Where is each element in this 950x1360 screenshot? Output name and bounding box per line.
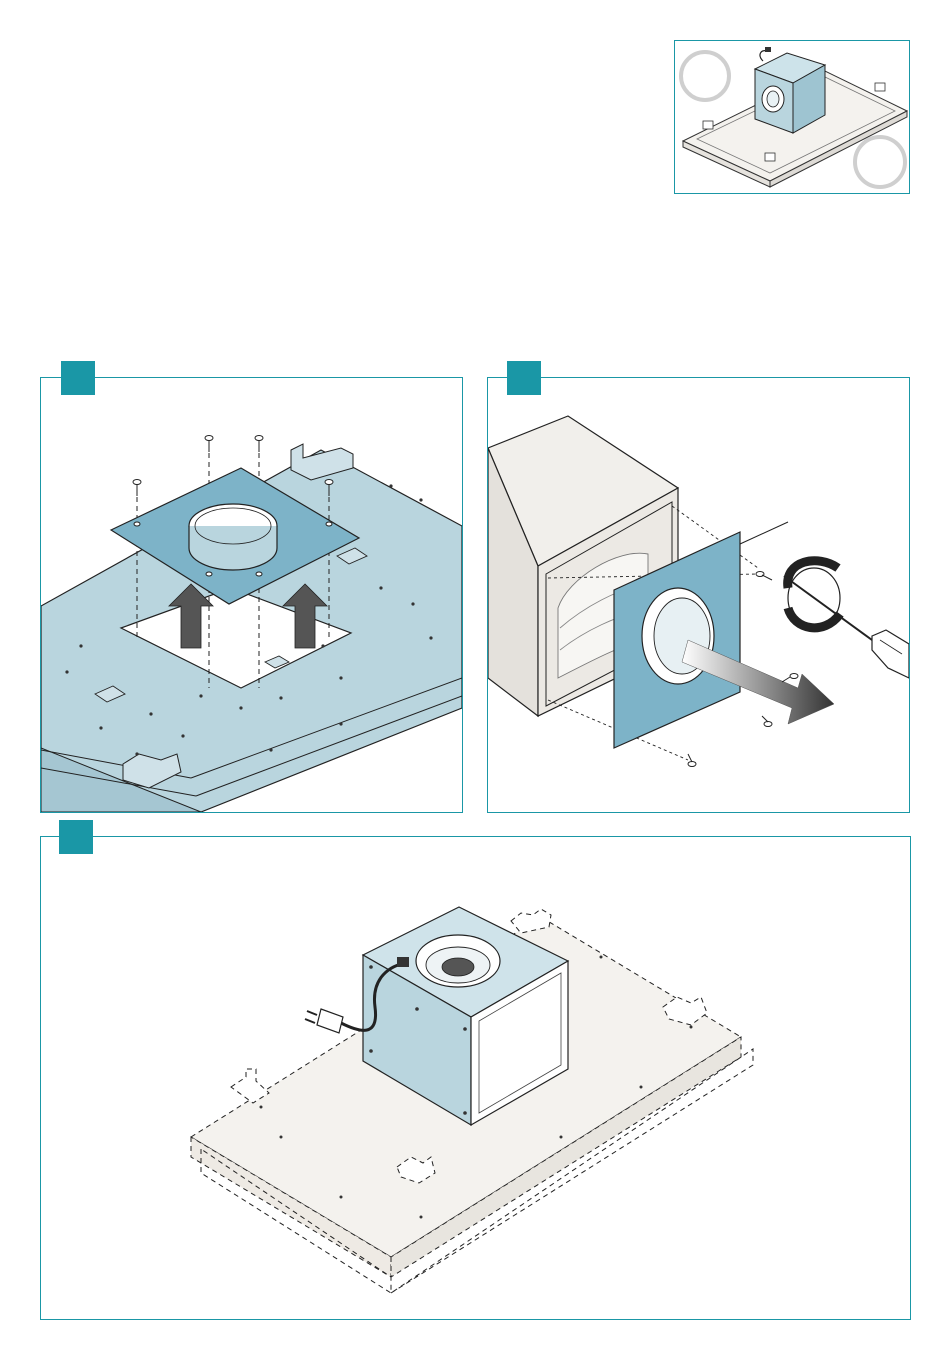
thumbnail-circle-mark-1 [679, 50, 731, 102]
step-panel-2 [487, 377, 910, 813]
step-badge-3 [59, 820, 93, 854]
step-3-illustration [41, 837, 910, 1319]
rotate-arrow-icon [788, 561, 840, 628]
step-badge-2 [507, 361, 541, 395]
thumbnail-circle-mark-2 [853, 135, 907, 189]
step-2-illustration [488, 378, 909, 812]
step-panel-1 [40, 377, 463, 813]
step-1-illustration [41, 378, 462, 812]
step-panel-3 [40, 836, 911, 1320]
step-badge-1 [61, 361, 95, 395]
overview-thumbnail [674, 40, 910, 194]
